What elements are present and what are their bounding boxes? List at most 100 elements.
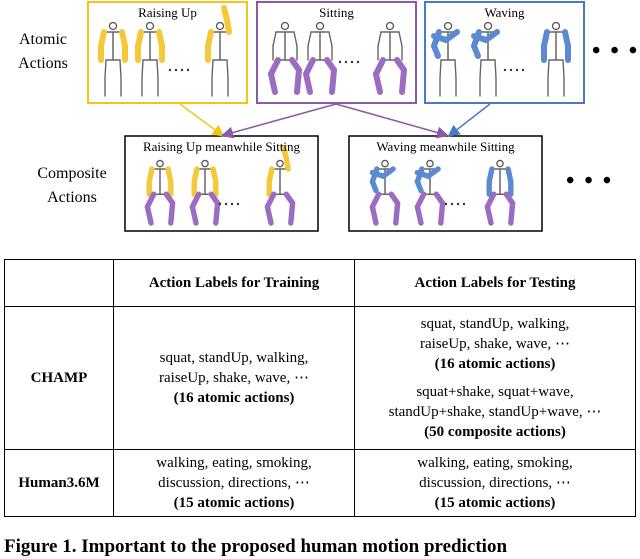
ellipsis-dots — [456, 202, 460, 206]
stick-figure-leg — [373, 71, 383, 95]
stick-figure-leg — [168, 200, 176, 226]
testing-cell: walking, eating, smoking, discussion, di… — [354, 449, 636, 517]
arrow-sit-to-composite2 — [335, 103, 449, 139]
ellipsis-dots — [462, 202, 466, 206]
figure-graphic — [87, 1, 585, 232]
stick-figure-head — [385, 21, 395, 31]
stick-figure-head — [496, 159, 504, 168]
stick-figure-head — [426, 159, 434, 168]
panel-title-raising-up: Raising Up — [138, 5, 197, 20]
stick-figure-head — [483, 21, 493, 31]
stick-figure-leg — [303, 71, 313, 95]
testing-composite-group: squat+shake, squat+wave, standUp+shake, … — [388, 384, 602, 440]
stick-figure-leg — [479, 59, 482, 79]
arrow-raise-to-composite — [179, 103, 225, 137]
stick-figure-arm — [377, 31, 382, 47]
ellipsis-dots — [509, 68, 513, 72]
stick-figure-leg — [439, 59, 442, 79]
stick-figure-head — [315, 21, 325, 31]
training-cell: walking, eating, smoking, discussion, di… — [113, 449, 355, 517]
stick-figure-head — [280, 21, 290, 31]
stick-figure-arm — [414, 169, 431, 179]
stick-figure-leg — [393, 200, 401, 226]
dataset-name: CHAMP — [4, 306, 114, 450]
stick-figure-arm — [293, 31, 298, 47]
header-training: Action Labels for Training — [113, 259, 355, 307]
stick-figure-leg — [508, 200, 516, 226]
stick-figure-leg — [454, 59, 457, 79]
ellipsis-dots — [218, 202, 222, 206]
stick-figure-leg — [294, 67, 302, 95]
panel-raising-up-box — [87, 1, 248, 104]
stick-figure-leg — [141, 59, 144, 79]
testing-atomic-group: squat, standUp, walking, raiseUp, shake,… — [420, 316, 570, 372]
stick-figure-arm — [369, 178, 379, 194]
stick-figure-leg — [438, 200, 446, 226]
panel-sitting-box — [256, 1, 417, 104]
stick-figure-head — [551, 21, 561, 31]
stick-figure-leg — [399, 67, 407, 95]
ellipsis-dots — [338, 60, 342, 64]
ellipsis-dots — [344, 60, 348, 64]
stick-figure-head — [201, 159, 209, 168]
stick-figures — [98, 5, 571, 226]
ellipsis-dots — [515, 68, 519, 72]
table-header-row: Action Labels for Training Action Labels… — [4, 259, 636, 307]
ellipsis-dots — [350, 60, 354, 64]
composite-more-ellipsis: • • • — [566, 168, 614, 194]
testing-cell: squat, standUp, walking, raiseUp, shake,… — [354, 306, 636, 450]
training-cell: squat, standUp, walking, raiseUp, shake,… — [113, 306, 355, 450]
stick-figure-head — [381, 159, 389, 168]
stick-figure-arm — [307, 31, 312, 47]
stick-figure-leg — [329, 67, 337, 95]
arrow-wave-to-composite — [447, 103, 491, 137]
stick-figure-arm — [369, 169, 386, 179]
atomic-more-ellipsis: • • • — [592, 38, 640, 64]
stick-figure-head — [276, 159, 284, 168]
stick-figure-arm — [272, 31, 277, 47]
panel-title-waving: Waving — [484, 5, 525, 20]
stick-figure-arm — [328, 31, 333, 47]
stick-figure-arm — [280, 144, 289, 161]
stick-figure-leg — [213, 200, 221, 226]
dataset-name: Human3.6M — [4, 449, 114, 517]
ellipsis-dots — [230, 202, 234, 206]
stick-figure-leg — [414, 204, 424, 226]
ellipsis-dots — [186, 68, 190, 72]
stick-figure-leg — [369, 204, 379, 226]
stick-figure-leg — [562, 59, 565, 79]
table-row-champ: CHAMP squat, standUp, walking, raiseUp, … — [4, 306, 636, 450]
ellipsis-dots — [521, 68, 525, 72]
stick-figure-arm — [431, 33, 449, 43]
ellipsis-dots — [236, 202, 240, 206]
stick-figure-arm — [414, 178, 424, 194]
stick-figure-leg — [226, 59, 229, 79]
composite-actions-label: Composite Actions — [37, 165, 107, 206]
figure-caption: Figure 1. Important to the proposed huma… — [4, 536, 508, 557]
stick-figure-head — [443, 21, 453, 31]
ellipsis-dots — [450, 202, 454, 206]
stick-figure-leg — [264, 204, 274, 226]
stick-figure-leg — [268, 71, 278, 95]
stick-figure-leg — [547, 59, 550, 79]
header-empty — [4, 259, 114, 307]
ellipsis-dots — [444, 202, 448, 206]
stick-figure-head — [156, 159, 164, 168]
stick-figure-leg — [104, 59, 107, 79]
ellipsis-dots — [224, 202, 228, 206]
stick-figure-leg — [494, 59, 497, 79]
action-labels-table: Action Labels for Training Action Labels… — [4, 259, 636, 517]
ellipsis-dots — [503, 68, 507, 72]
stick-figure-arm — [471, 43, 481, 59]
stick-figure-leg — [211, 59, 214, 79]
stick-figure-leg — [156, 59, 159, 79]
ellipsis-dots — [180, 68, 184, 72]
teaser-figure: Atomic Actions Composite Actions Raising… — [0, 0, 640, 250]
panel-title-sitting: Sitting — [319, 5, 354, 20]
stick-figure-head — [145, 21, 155, 31]
stick-figure-arm — [471, 33, 489, 43]
arrow-sit-to-composite1 — [221, 103, 337, 139]
ellipsis-dots — [174, 68, 178, 72]
panel-title-wave-sit: Waving meanwhile Sitting — [376, 139, 515, 154]
stick-figure-arm — [221, 5, 230, 23]
